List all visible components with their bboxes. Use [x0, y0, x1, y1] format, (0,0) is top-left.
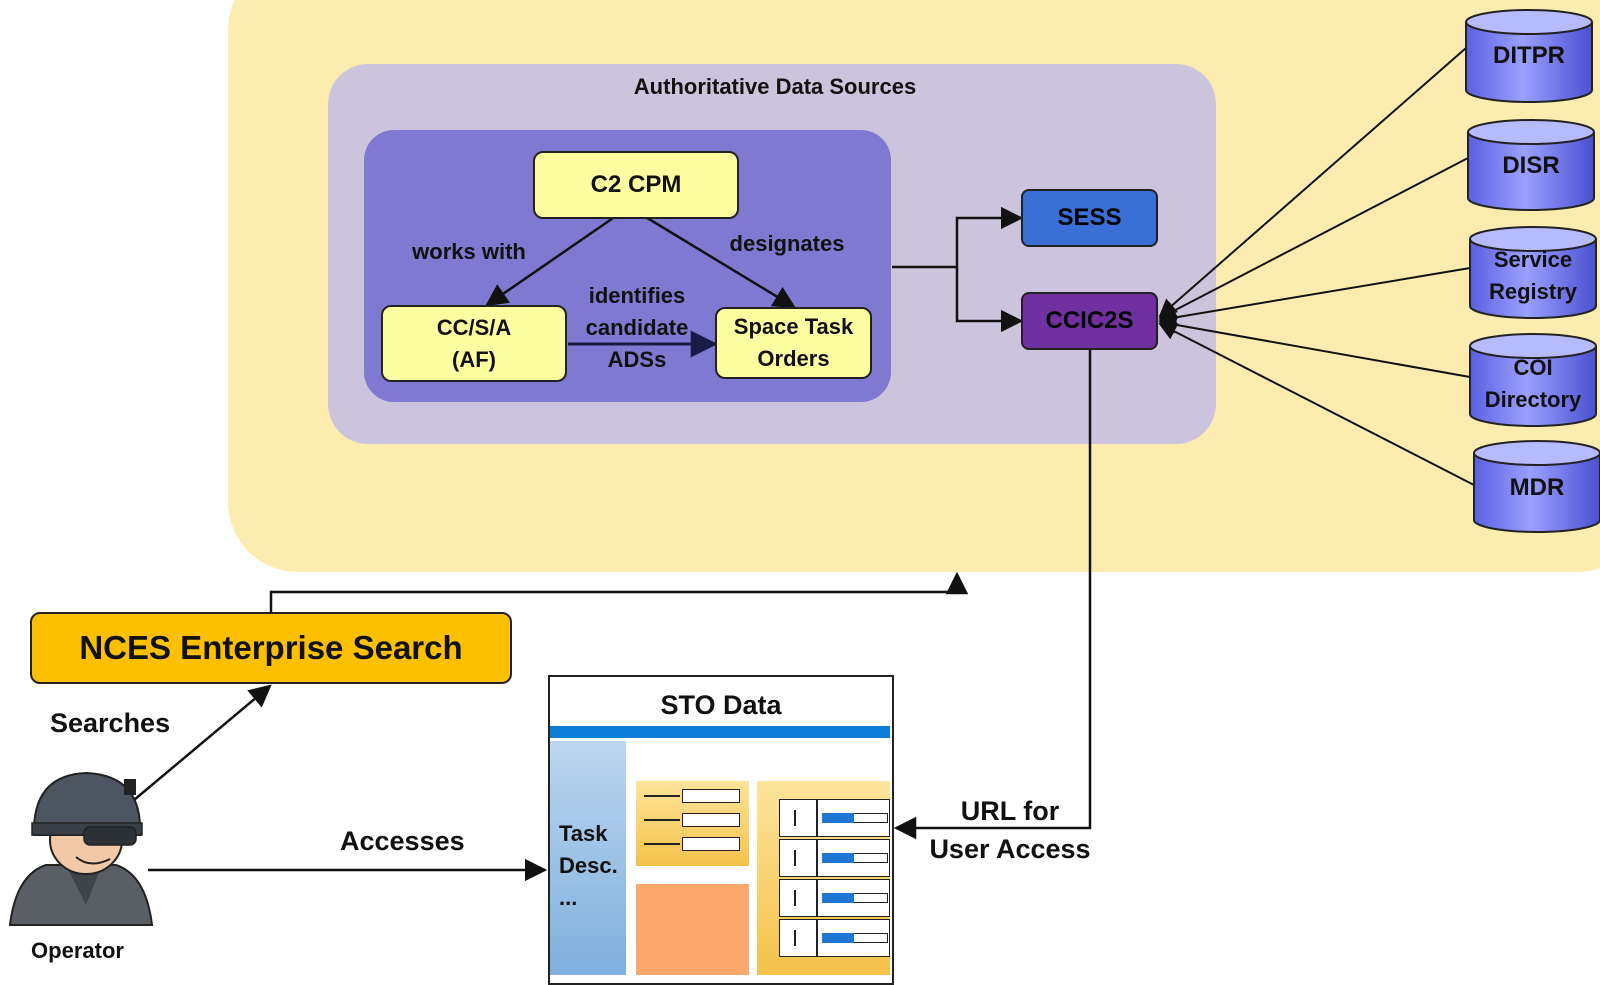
form-panel [636, 781, 749, 866]
accesses-label: Accesses [340, 826, 465, 856]
service-registry-label: Service Registry [1470, 244, 1596, 308]
coi-line2: Directory [1484, 387, 1582, 412]
disr-arrow [1158, 157, 1469, 319]
sto-data-title: STO Data [660, 690, 782, 720]
ads-title: Authoritative Data Sources [633, 74, 917, 99]
ccsa-label-line1: CC/S/A [436, 314, 512, 340]
operator-icon [8, 771, 154, 926]
list-row [779, 879, 890, 917]
form-line-2 [644, 819, 680, 821]
nces-enterprise-search-box: NCES Enterprise Search [30, 612, 512, 684]
sto-label-line1: Space Task [733, 314, 854, 339]
coi-directory-cylinder [1469, 333, 1597, 427]
ccsa-label-line2: (AF) [452, 346, 496, 372]
list-row [779, 919, 890, 957]
identifies-line1: identifies [588, 283, 686, 308]
space-task-orders-box: Space Task Orders [715, 307, 872, 379]
disr-label: DISR [1502, 152, 1560, 179]
ccsa-box: CC/S/A (AF) [381, 305, 567, 382]
works-with-arrow [485, 214, 617, 307]
list-row [779, 839, 890, 877]
task-line2: Desc. [559, 853, 618, 878]
mdr-cylinder [1473, 440, 1600, 533]
mdr-label: MDR [1509, 474, 1565, 501]
service-registry-cylinder [1469, 226, 1597, 319]
task-description-label: Task Desc. ... [559, 818, 618, 914]
c2-cpm-box: C2 CPM [533, 151, 739, 219]
coi-line1: COI [1513, 355, 1553, 380]
form-line-1 [644, 795, 680, 797]
mdr-arrow [1158, 323, 1475, 486]
task-line1: Task [559, 821, 608, 846]
identifies-label: identifies candidate ADSs [569, 280, 705, 376]
ditpr-cylinder [1465, 9, 1593, 103]
disr-cylinder [1467, 119, 1595, 211]
url-line2: User Access [929, 834, 1091, 864]
ads-to-sess-arrow [955, 206, 1024, 267]
url-line1: URL for [960, 796, 1060, 826]
designates-arrow [643, 214, 796, 309]
service-registry-line1: Service [1493, 247, 1573, 272]
identifies-line3: ADSs [607, 347, 667, 372]
form-field-3 [682, 837, 740, 851]
service-registry-line2: Registry [1488, 279, 1578, 304]
sto-label-line2: Orders [757, 346, 830, 371]
ditpr-arrow [1158, 47, 1467, 318]
form-field-2 [682, 813, 740, 827]
task-description-column [550, 741, 626, 975]
list-row [779, 799, 890, 837]
orange-block [636, 884, 749, 975]
task-line3: ... [559, 885, 578, 910]
nces-to-enterprise-arrow [269, 571, 969, 612]
database-cylinders [1465, 9, 1600, 533]
list-panel [757, 781, 890, 975]
url-for-user-access-label: URL for User Access [925, 792, 1095, 868]
sess-box: SESS [1021, 189, 1158, 247]
ccic2s-box: CCIC2S [1021, 292, 1158, 350]
identifies-line2: candidate [585, 315, 689, 340]
coi-directory-label: COI Directory [1470, 352, 1596, 416]
form-line-3 [644, 843, 680, 845]
designates-label: designates [729, 231, 845, 256]
operator-label: Operator [31, 938, 124, 963]
coi-arrow [1158, 315, 1471, 378]
form-field-1 [682, 789, 740, 803]
service-registry-arrow [1158, 267, 1471, 327]
searches-label: Searches [50, 708, 171, 738]
sto-data-title-bar [550, 726, 890, 738]
ditpr-label: DITPR [1493, 42, 1565, 69]
ads-to-ccic2s-arrow [955, 267, 1024, 333]
works-with-label: works with [412, 239, 526, 264]
searches-arrow [133, 684, 272, 801]
url-arrow [893, 350, 1092, 840]
